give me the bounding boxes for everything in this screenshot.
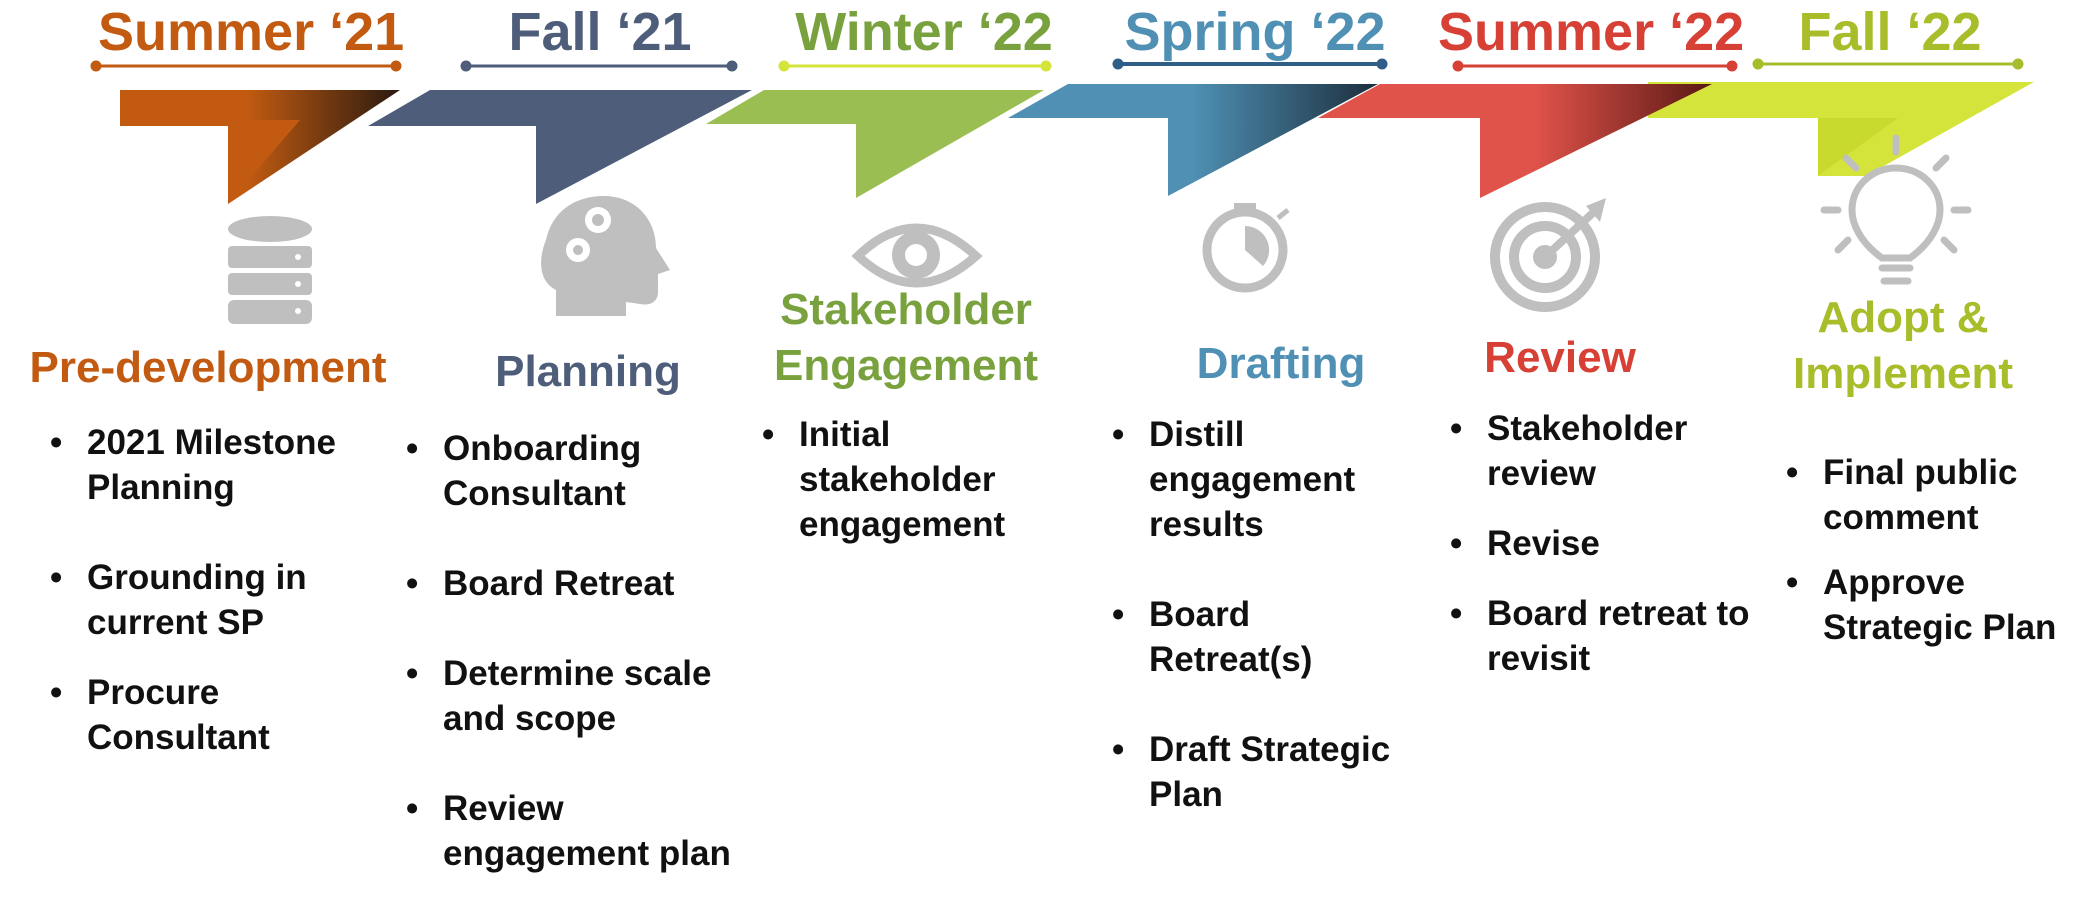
items-adopt-implement: Final public comment Approve Strategic P… <box>1786 450 2086 695</box>
list-item: Stakeholder review <box>1450 406 1727 496</box>
ribbon-band-red <box>1318 84 1712 198</box>
stage-adopt-implement: Adopt & Implement <box>1792 293 2014 398</box>
ribbon-band-blue <box>1008 84 1378 196</box>
list-item: Onboarding Consultant <box>406 426 723 516</box>
underline-fall-22 <box>1752 58 2024 70</box>
season-summer-22: Summer ‘22 <box>1438 2 1745 62</box>
database-icon <box>228 216 312 324</box>
items-planning: Onboarding Consultant Board Retreat Dete… <box>406 426 776 921</box>
ribbon-flag-orange <box>228 120 300 204</box>
list-item: Board Retreat <box>406 561 776 606</box>
underline-summer-22 <box>1452 60 1738 72</box>
list-item: Initial stakeholder engagement <box>762 412 1025 547</box>
ribbon-band-green <box>706 90 1044 198</box>
underline-winter-22 <box>778 60 1052 72</box>
season-summer-21: Summer ‘21 <box>98 2 405 62</box>
timeline-ribbon <box>90 58 2034 324</box>
items-drafting: Distill engagement results Board Retreat… <box>1112 412 1422 862</box>
list-item: Revise <box>1450 521 1790 566</box>
head-gears-icon <box>541 196 670 316</box>
list-item: Final public comment <box>1786 450 2053 540</box>
ribbon-flag-lime <box>1818 118 1898 176</box>
eye-icon <box>851 223 983 288</box>
underline-fall-21 <box>460 60 738 72</box>
season-spring-22: Spring ‘22 <box>1124 2 1386 62</box>
season-winter-22: Winter ‘22 <box>795 2 1053 62</box>
ribbon-segments <box>120 82 2034 204</box>
season-fall-22: Fall ‘22 <box>1798 2 1982 62</box>
underline-spring-22 <box>1112 58 1388 70</box>
stage-review: Review <box>1484 333 1636 382</box>
stage-stakeholder-engagement: Stakeholder Engagement <box>773 285 1039 390</box>
list-item: Draft Strategic Plan <box>1112 727 1419 817</box>
target-icon <box>1490 198 1606 312</box>
items-stakeholder-engagement: Initial stakeholder engagement <box>762 412 1052 592</box>
lightbulb-icon <box>1820 134 1972 285</box>
stopwatch-icon <box>1202 203 1290 293</box>
list-item: Approve Strategic Plan <box>1786 560 2089 650</box>
list-item: Board Retreat(s) <box>1112 592 1379 682</box>
stage-pre-development: Pre-development <box>29 343 387 392</box>
list-item: Distill engagement results <box>1112 412 1399 547</box>
list-item: 2021 Milestone Planning <box>50 420 380 510</box>
stage-planning: Planning <box>495 347 681 396</box>
items-review: Stakeholder review Revise Board retreat … <box>1450 406 1790 726</box>
list-item: Determine scale and scope <box>406 651 773 741</box>
items-pre-development: 2021 Milestone Planning Grounding in cur… <box>50 420 380 805</box>
list-item: Procure Consultant <box>50 670 380 760</box>
list-item: Board retreat to revisit <box>1450 591 1797 681</box>
list-item: Review engagement plan <box>406 786 773 876</box>
season-underlines <box>90 58 2024 72</box>
stage-drafting: Drafting <box>1196 339 1366 388</box>
season-fall-21: Fall ‘21 <box>508 2 692 62</box>
underline-summer-21 <box>90 60 402 72</box>
list-item: Grounding in current SP <box>50 555 380 645</box>
ribbon-band-slate <box>368 90 752 204</box>
